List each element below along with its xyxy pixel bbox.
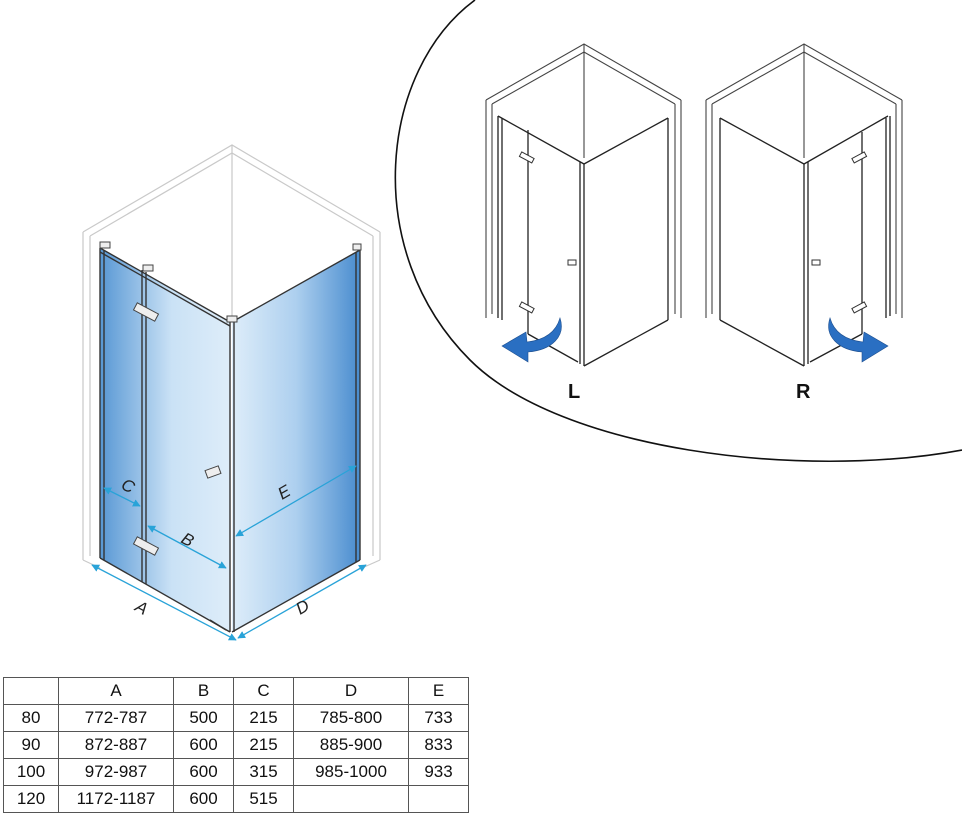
table-header-cell: B xyxy=(173,677,234,705)
table-cell: 120 xyxy=(3,785,59,813)
variant-left-label: L xyxy=(568,381,580,403)
dimension-lines xyxy=(91,465,367,641)
table-cell: 515 xyxy=(233,785,294,813)
right-glass-panel xyxy=(232,250,360,632)
top-clamp-icon xyxy=(226,315,238,323)
table-cell: 933 xyxy=(408,758,469,786)
table-cell: 833 xyxy=(408,731,469,759)
dimension-a-label: A xyxy=(131,596,151,619)
hinge-icon xyxy=(518,301,535,314)
table-cell: 733 xyxy=(408,704,469,732)
main-enclosure: C B E A D xyxy=(82,144,381,641)
table-cell: 215 xyxy=(233,704,294,732)
table-cell: 785-800 xyxy=(293,704,409,732)
table-cell: 1172-1187 xyxy=(58,785,174,813)
left-glass-panel xyxy=(100,248,230,632)
swing-arrow-left-icon xyxy=(501,316,562,363)
table-cell: 600 xyxy=(173,731,234,759)
handle-icon xyxy=(204,465,222,479)
dimension-d-label: D xyxy=(293,596,313,619)
table-cell: 80 xyxy=(3,704,59,732)
table-cell: 90 xyxy=(3,731,59,759)
table-header-cell: E xyxy=(408,677,469,705)
hinge-icon xyxy=(518,151,535,164)
table-row: 100 972-987 600 315 985-1000 933 xyxy=(3,758,469,786)
table-cell: 600 xyxy=(173,758,234,786)
table-row: 80 772-787 500 215 785-800 733 xyxy=(3,704,469,732)
table-row: 120 1172-1187 600 515 xyxy=(3,785,469,813)
variant-right: R xyxy=(705,43,903,403)
hinge-icon xyxy=(851,301,868,314)
table-cell: 500 xyxy=(173,704,234,732)
table-cell: 315 xyxy=(233,758,294,786)
table-cell: 215 xyxy=(233,731,294,759)
handle-icon xyxy=(567,259,577,266)
variant-left: L xyxy=(485,43,682,403)
table-cell: 772-787 xyxy=(58,704,174,732)
table-header-cell: A xyxy=(58,677,174,705)
table-cell: 885-900 xyxy=(293,731,409,759)
table-header-cell: D xyxy=(293,677,409,705)
table-header-row: A B C D E xyxy=(3,677,469,705)
variant-callout-ellipse xyxy=(394,0,962,463)
top-clamp-icon xyxy=(142,264,154,272)
table-cell xyxy=(408,785,469,813)
hinge-icon xyxy=(851,151,868,164)
dimension-d-line xyxy=(237,564,367,639)
table-cell: 100 xyxy=(3,758,59,786)
table-cell: 600 xyxy=(173,785,234,813)
dimension-b-line xyxy=(147,525,227,569)
handle-icon xyxy=(811,259,821,266)
table-cell xyxy=(293,785,409,813)
table-cell: 872-887 xyxy=(58,731,174,759)
swing-arrow-right-icon xyxy=(828,316,889,363)
table-cell: 972-987 xyxy=(58,758,174,786)
variant-right-label: R xyxy=(796,381,811,403)
room-walls-outline xyxy=(82,144,381,569)
table-header-cell xyxy=(3,677,59,705)
table-cell: 985-1000 xyxy=(293,758,409,786)
top-clamp-icon xyxy=(352,243,362,251)
table-row: 90 872-887 600 215 885-900 833 xyxy=(3,731,469,759)
top-clamp-icon xyxy=(99,241,111,249)
dimensions-table: A B C D E 80 772-787 500 215 785-800 733… xyxy=(3,677,469,813)
dimension-e-line xyxy=(235,465,357,537)
dimension-a-line xyxy=(91,564,237,641)
hinge-icon xyxy=(132,302,160,322)
dimension-c-line xyxy=(103,487,141,507)
table-header-cell: C xyxy=(233,677,294,705)
